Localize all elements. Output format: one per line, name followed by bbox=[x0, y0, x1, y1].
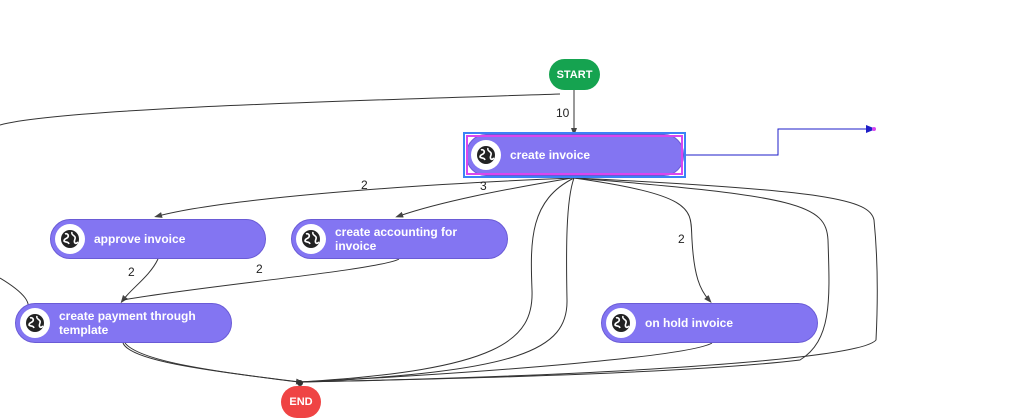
node-label: create payment through template bbox=[59, 309, 196, 337]
edge-accounting-payment bbox=[122, 258, 400, 301]
globe-icon bbox=[471, 140, 501, 170]
connector-handle[interactable] bbox=[872, 127, 876, 131]
edge-create-end-3 bbox=[299, 177, 830, 383]
edge-payment-end-2 bbox=[124, 342, 299, 383]
edge-create-accounting bbox=[395, 177, 573, 218]
node-label: create accounting for invoice bbox=[335, 225, 458, 253]
edge-create-onhold bbox=[573, 177, 712, 303]
node-label: approve invoice bbox=[94, 232, 186, 246]
edge-create-end-1 bbox=[299, 177, 575, 383]
start-node[interactable]: START bbox=[549, 59, 600, 90]
end-merge-point bbox=[297, 380, 303, 386]
edge-create-approve bbox=[154, 177, 573, 218]
edge-onhold-end bbox=[301, 342, 713, 383]
edge-create-end-4 bbox=[299, 177, 878, 383]
end-node[interactable]: END bbox=[281, 386, 321, 418]
edge-label-create-accounting: 3 bbox=[480, 179, 487, 193]
edge-label-approve-payment: 2 bbox=[128, 265, 135, 279]
start-label: START bbox=[556, 68, 593, 81]
globe-icon bbox=[20, 308, 50, 338]
node-approve-invoice[interactable]: approve invoice bbox=[50, 219, 266, 259]
edge-label-start-create: 10 bbox=[556, 106, 570, 120]
edge-start-left bbox=[0, 93, 561, 126]
node-create-payment[interactable]: create payment through template bbox=[15, 303, 232, 343]
globe-icon bbox=[55, 224, 85, 254]
globe-icon bbox=[296, 224, 326, 254]
edge-label-create-approve: 2 bbox=[361, 178, 368, 192]
node-on-hold-invoice[interactable]: on hold invoice bbox=[601, 303, 818, 343]
globe-icon bbox=[606, 308, 636, 338]
node-label: create invoice bbox=[510, 148, 591, 162]
node-create-accounting[interactable]: create accounting for invoice bbox=[291, 219, 508, 259]
edge-connector-selected[interactable] bbox=[686, 125, 876, 156]
edge-create-end-2 bbox=[299, 177, 575, 383]
end-label: END bbox=[289, 396, 313, 408]
node-create-invoice[interactable]: create invoice bbox=[466, 134, 684, 176]
edge-payment-end bbox=[122, 342, 304, 385]
edge-approve-payment bbox=[120, 258, 159, 304]
edge-label-create-onhold: 2 bbox=[678, 232, 685, 246]
node-label: on hold invoice bbox=[645, 316, 734, 330]
edge-label-accounting-payment: 2 bbox=[256, 262, 263, 276]
